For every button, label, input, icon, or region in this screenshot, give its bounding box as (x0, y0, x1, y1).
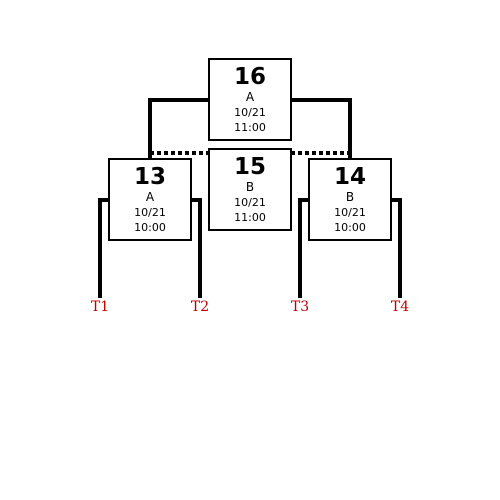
connector-t4 (391, 198, 402, 298)
match-time: 10:00 (334, 221, 366, 234)
match-court: A (245, 90, 255, 104)
team-label-t4: T4 (390, 299, 410, 315)
match-court: A (145, 190, 155, 204)
team-label-t3: T3 (290, 299, 310, 315)
match-14-box: 14 B 10/21 10:00 (308, 158, 392, 241)
match-date: 10/21 (234, 106, 266, 119)
match-number: 16 (233, 64, 266, 90)
match-15-box: 15 B 10/21 11:00 (208, 148, 292, 231)
match-16-box: 16 A 10/21 11:00 (208, 58, 292, 141)
connector-t3 (298, 198, 309, 298)
match-number: 13 (133, 164, 166, 190)
match-number: 14 (333, 164, 366, 190)
match-date: 10/21 (334, 206, 366, 219)
match-number: 15 (233, 154, 266, 180)
match-court: B (245, 180, 255, 194)
match-date: 10/21 (134, 206, 166, 219)
match-time: 11:00 (234, 121, 266, 134)
connector-t2 (191, 198, 202, 298)
connector-t1 (98, 198, 109, 298)
team-label-t1: T1 (90, 299, 110, 315)
match-time: 10:00 (134, 221, 166, 234)
match-date: 10/21 (234, 196, 266, 209)
team-label-t2: T2 (190, 299, 210, 315)
connector-final-right (291, 98, 352, 158)
match-13-box: 13 A 10/21 10:00 (108, 158, 192, 241)
match-court: B (345, 190, 355, 204)
connector-final-left (148, 98, 209, 158)
match-time: 11:00 (234, 211, 266, 224)
